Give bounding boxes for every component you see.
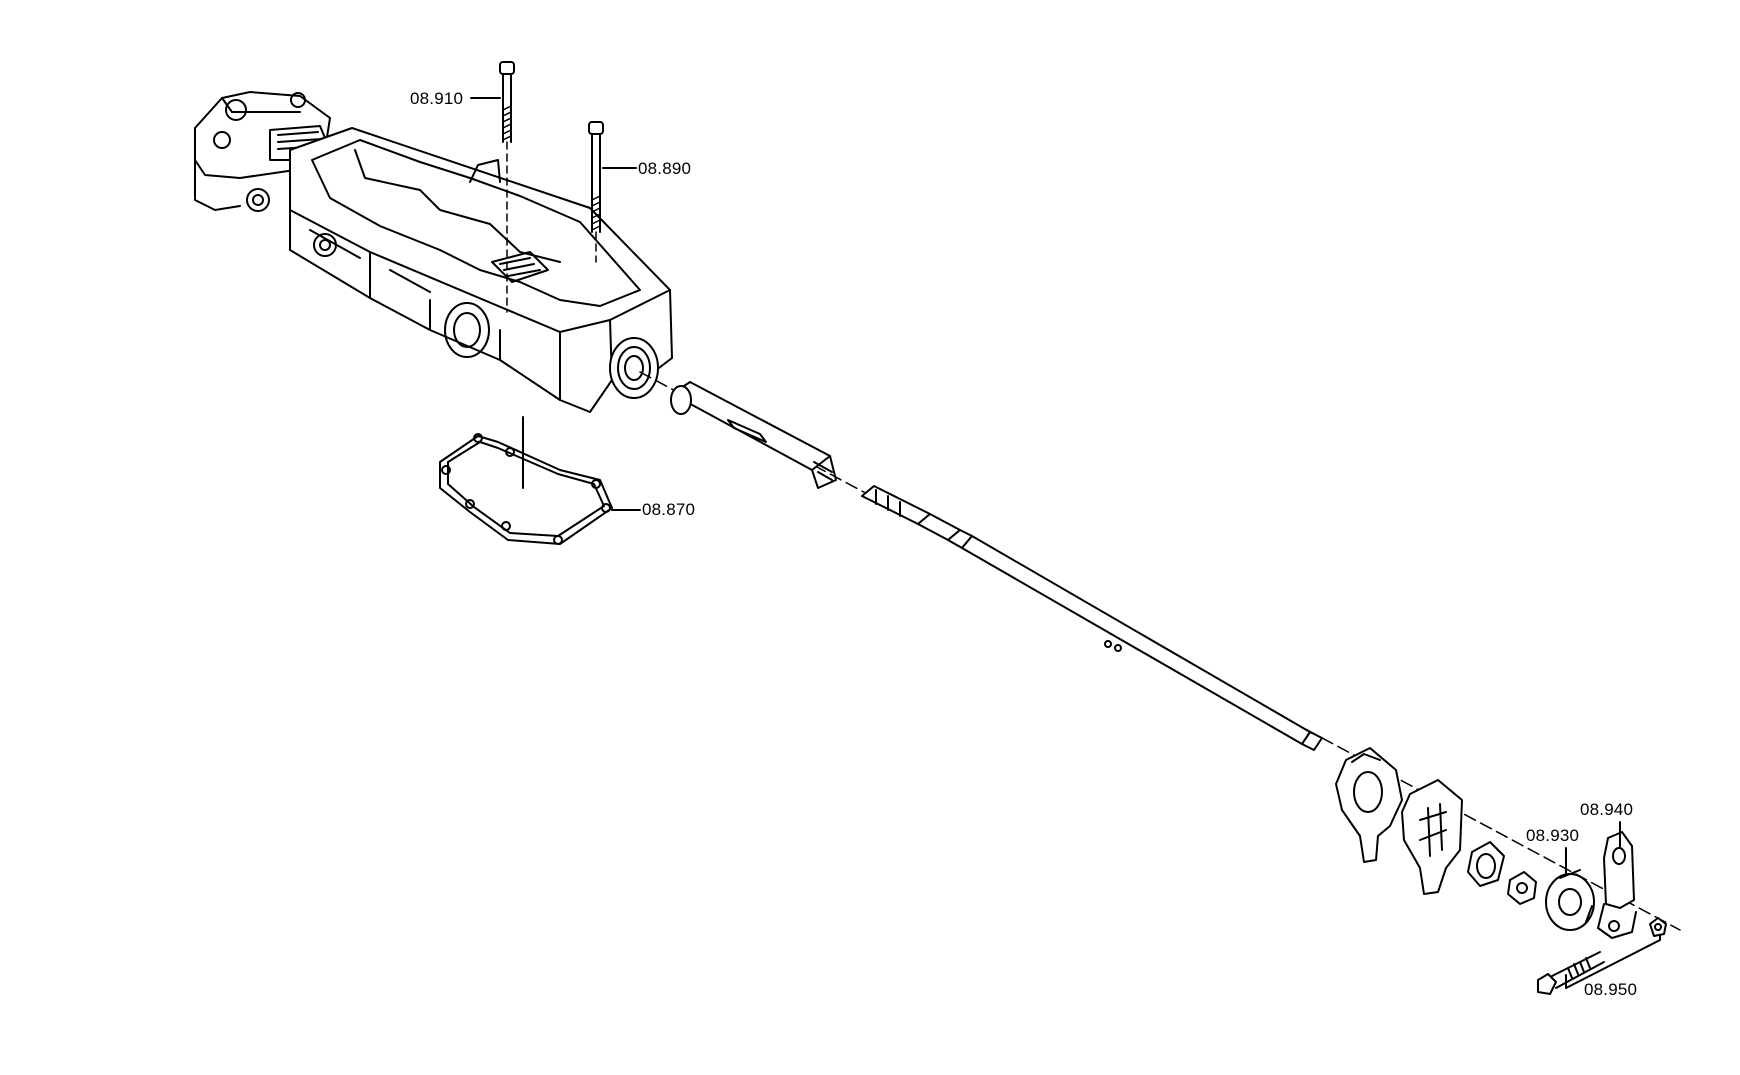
callout-08-870: 08.870 bbox=[642, 500, 696, 519]
lever-08-940 bbox=[1597, 831, 1637, 939]
housing-assembly bbox=[194, 91, 673, 413]
shift-plate bbox=[1401, 779, 1463, 895]
nut bbox=[1507, 871, 1537, 905]
bolt-08-950 bbox=[1537, 917, 1667, 995]
bushing bbox=[1467, 841, 1505, 887]
callout-08-950: 08.950 bbox=[1584, 980, 1638, 999]
leader-08-950 bbox=[1565, 935, 1661, 989]
cover-gasket bbox=[439, 433, 613, 545]
callout-08-930: 08.930 bbox=[1526, 826, 1580, 845]
callout-08-910: 08.910 bbox=[410, 89, 464, 108]
callout-08-890: 08.890 bbox=[638, 159, 692, 178]
assembly-axis-line bbox=[639, 371, 1681, 931]
callout-08-940: 08.940 bbox=[1580, 800, 1634, 819]
washer-08-930 bbox=[1545, 869, 1595, 931]
bolt-08-910 bbox=[499, 61, 515, 313]
shift-lever bbox=[1335, 747, 1403, 863]
shift-sleeve bbox=[670, 381, 837, 489]
selector-shaft bbox=[861, 485, 1323, 751]
bolt-08-890 bbox=[588, 121, 604, 263]
